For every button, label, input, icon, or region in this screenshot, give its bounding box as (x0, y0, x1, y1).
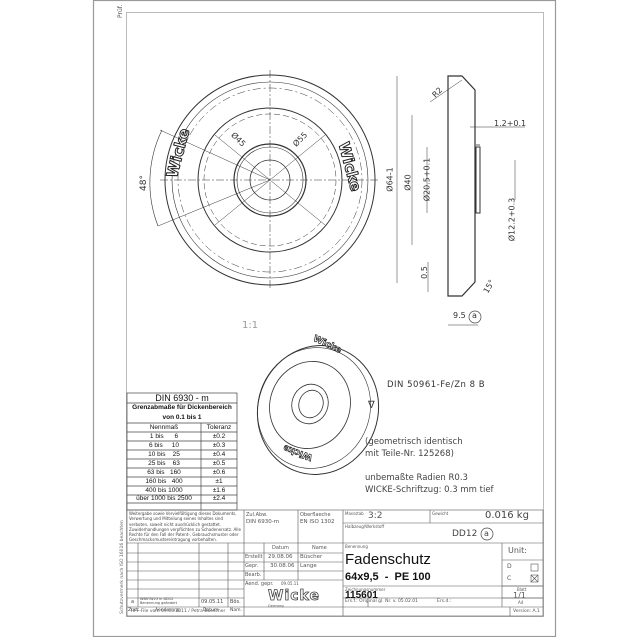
note-line-4: WICKE-Schriftzug: 0.3 mm tief (365, 485, 494, 495)
rev-date: 09.05.11 (201, 599, 224, 605)
gepr-label: Gepr. (245, 563, 259, 569)
rev-h-zust: Zust. (128, 608, 140, 613)
rev-h-datum: Datum (203, 608, 219, 613)
ers-f: Ers.f.: Original gl. Nr. v. 05.02.01 (345, 599, 418, 604)
gepr-name: Lange (300, 563, 317, 569)
drawing-number: 115601 (345, 590, 378, 601)
table-row: 6 bis 10±0.3 (149, 442, 226, 449)
version-label: Version: A.1 (513, 609, 540, 614)
copyright-notice: Weitergabe sowie Vervielfältigung dieses… (129, 511, 241, 543)
dim-angle-48: 48° (138, 175, 149, 191)
werkstoff-label: Halbzeug/Werkstoff (345, 524, 385, 529)
table-row: 160 bis 400±1 (145, 478, 223, 485)
table-subtitle-1: Grenzabmaße für Dickenbereich (132, 404, 232, 411)
name-header: Name (312, 545, 327, 551)
blatt-label: Blatt (517, 587, 527, 592)
table-subtitle-2: von 0.1 bis 1 (162, 414, 202, 421)
front-view (149, 70, 380, 290)
section-view (396, 75, 525, 326)
corner-label: Prüf. (117, 4, 124, 18)
table-title: DIN 6930 - m (155, 393, 209, 403)
rev-text-2: Benennung geändert (140, 601, 178, 605)
aend-label: Aend. gepr. (245, 581, 274, 587)
scale-label: 1:1 (242, 320, 259, 331)
table-row: 63 bis 160±0.6 (147, 469, 226, 476)
gepr-date: 30.08.06 (270, 563, 295, 569)
aend-date: 09.05.11 (281, 581, 299, 586)
bearb-label: Bearb. (245, 572, 262, 578)
tolerance-table: DIN 6930 - m Grenzabmaße für Dickenberei… (127, 393, 237, 503)
dim-95: 9.5 (453, 311, 466, 320)
note-line-1: (geometrisch identisch (365, 437, 463, 447)
benennung-label: Benennung (345, 544, 368, 549)
dim-05: 0.5 (419, 266, 429, 279)
table-row: 10 bis 25±0.4 (148, 451, 226, 458)
table-row: 400 bis 1000±1.6 (145, 487, 226, 494)
oberflaeche-label: Oberflaeche (300, 512, 331, 518)
rev-h-name: Nam. (230, 608, 242, 613)
company-logo: Wicke (268, 588, 320, 605)
note-line-3: unbemaßte Radien R0.3 (365, 473, 468, 483)
werkstoff-value: DD12 (452, 529, 478, 539)
tolerance-table-grid (126, 392, 238, 511)
footer-left: TIFF-File vom 09.05.2011 / Petra Buesche… (130, 609, 226, 614)
unit-label: Unit: (508, 546, 527, 555)
title-block-grid (126, 509, 544, 617)
unit-d: D (507, 563, 512, 570)
gewicht-value: 0.016 kg (485, 510, 529, 521)
datum-header: Datum (272, 545, 289, 551)
company-sub: Germany (268, 604, 285, 608)
dim-d20: Ø20.5+0.1 (422, 157, 432, 202)
dim-d64: Ø64-1 (385, 167, 395, 192)
ers-d: Ers.d.: (437, 599, 452, 604)
dim-d12: Ø12.2+0.3 (507, 197, 517, 242)
col-tolerance: Toleranz (206, 424, 232, 431)
zul-abw-value: DIN 6930-m (246, 519, 280, 525)
table-row: über 1000 bis 2500±2.4 (136, 495, 226, 502)
col-nominal: Nennmaß (149, 424, 179, 431)
drawing-title: Fadenschutz (345, 551, 431, 568)
table-row: 25 bis 63±0.5 (148, 460, 226, 467)
werkstoff-marker: a (484, 529, 489, 538)
massstab-label: Massstab (345, 511, 364, 516)
oberflaeche-value: EN ISO 1302 (300, 519, 335, 525)
gewicht-label: Gewicht (432, 511, 449, 516)
massstab-value: 3:2 (368, 511, 383, 521)
blatt-value: 1/1 (513, 591, 526, 600)
rev-h-aend: Aenderung (155, 608, 180, 613)
table-row: 1 bis 6±0.2 (149, 433, 226, 440)
note-line-2: mit Teile-Nr. 125268) (365, 449, 454, 459)
format-label: A4 (518, 600, 524, 605)
rev-zust: a (131, 599, 135, 605)
rev-name: Bös. (230, 599, 241, 605)
zeichnungsnummer-label: Zeichnungsnummer (345, 587, 386, 592)
side-note: Schutzvermerk nach ISO 16016 beachten (120, 520, 125, 614)
surface-note: DIN 50961-Fe/Zn 8 B (387, 380, 486, 390)
zul-abw-label: Zul.Abw. (246, 512, 268, 518)
dim-d40: Ø40 (403, 174, 413, 191)
marker-a: a (472, 311, 477, 320)
erstellt-label: Erstellt (245, 554, 263, 560)
unit-c: C (507, 575, 512, 582)
iso-view (256, 345, 380, 475)
svg-text:1.2+0.1: 1.2+0.1 (494, 119, 526, 128)
drawing-subtitle: 64x9,5 - PE 100 (345, 571, 431, 583)
erstellt-name: Büscher (300, 554, 323, 560)
rev-text-1: WBSTW23 in DD12 (140, 597, 174, 601)
erstellt-date: 29.08.06 (268, 554, 293, 560)
surface-symbol: ∇ (368, 400, 375, 411)
